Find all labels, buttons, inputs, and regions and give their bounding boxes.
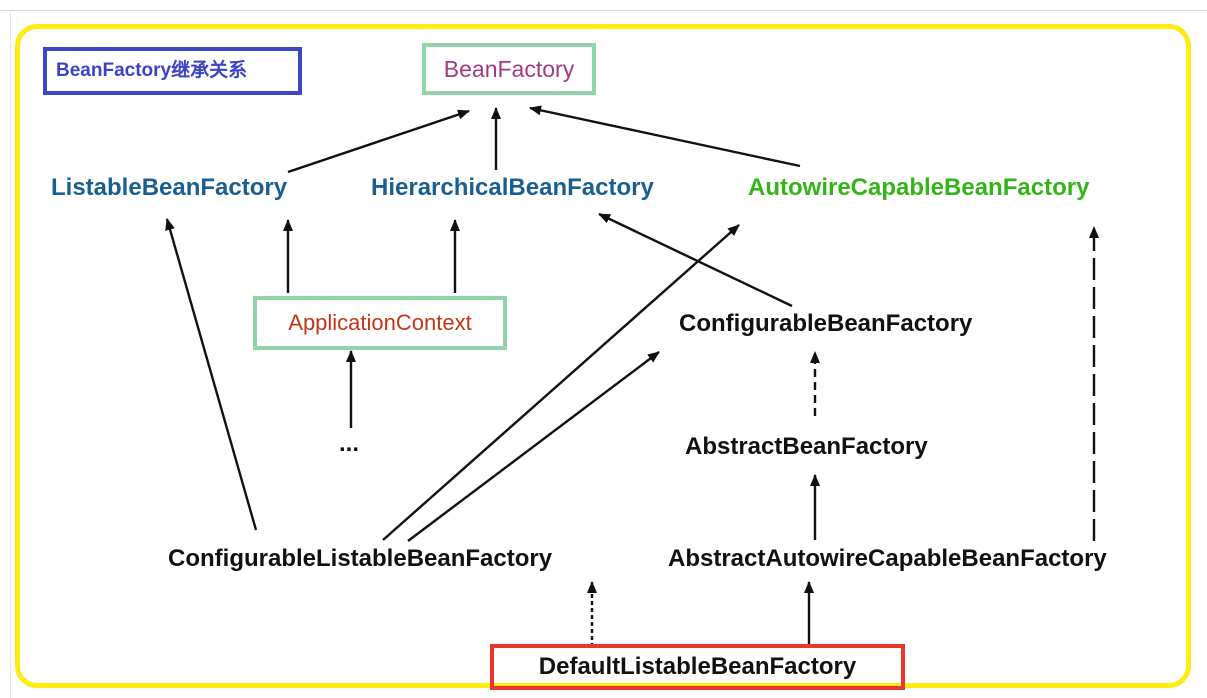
node-configurable-listable-bean-factory: ConfigurableListableBeanFactory: [168, 545, 553, 572]
node-default-listable-bean-factory: DefaultListableBeanFactory: [490, 644, 905, 690]
node-bean-factory: BeanFactory: [422, 43, 596, 95]
node-application-context: ApplicationContext: [253, 296, 507, 350]
node-listable-bean-factory: ListableBeanFactory: [51, 174, 288, 201]
node-autowire-capable-bean-factory: AutowireCapableBeanFactory: [748, 174, 1090, 201]
top-divider: [0, 10, 1207, 11]
edge-configurable-to-hierarchical: [598, 212, 793, 308]
node-ellipsis: ...: [339, 430, 360, 457]
diagram-title: BeanFactory继承关系: [43, 47, 302, 95]
edge-conflistable-to-configurable: [407, 351, 660, 542]
left-divider: [10, 10, 11, 698]
node-hierarchical-bean-factory: HierarchicalBeanFactory: [371, 174, 654, 201]
edge-conflistable-to-listable: [165, 218, 258, 531]
node-configurable-bean-factory: ConfigurableBeanFactory: [679, 310, 973, 337]
node-abstract-bean-factory: AbstractBeanFactory: [685, 433, 928, 460]
diagram-frame: [15, 24, 1191, 688]
edge-autowire-to-beanfactory: [529, 105, 801, 168]
node-abstract-autowire-capable-bean-factory: AbstractAutowireCapableBeanFactory: [668, 545, 1107, 572]
edge-conflistable-to-autowire: [382, 224, 740, 541]
edge-listable-to-beanfactory: [287, 109, 470, 174]
